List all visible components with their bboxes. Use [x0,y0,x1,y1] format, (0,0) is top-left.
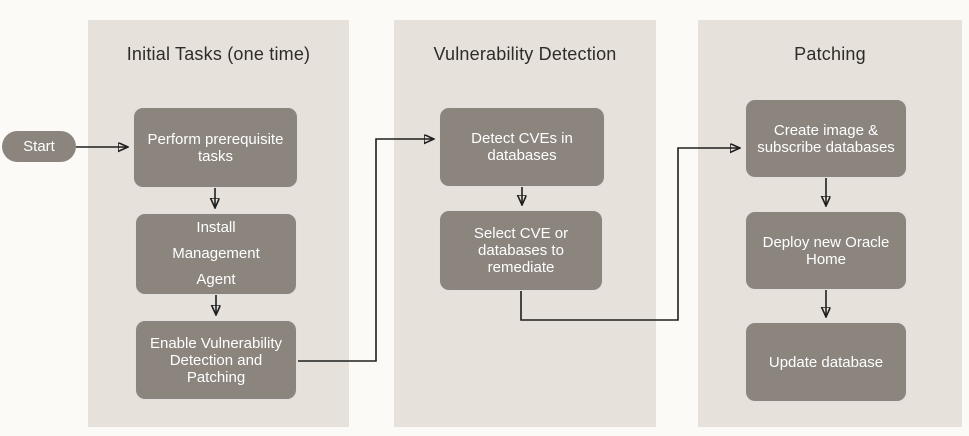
start-node: Start [2,131,76,162]
node-perform-prerequisite-tasks: Perform prerequisite tasks [133,107,298,188]
column-patching-title: Patching [794,44,866,64]
column-initial-tasks-title: Initial Tasks (one time) [126,44,311,64]
node-update-database: Update database [745,322,907,402]
column-vulnerability-detection-title: Vulnerability Detection [433,44,617,64]
node-deploy-new-oracle-home: Deploy new Oracle Home [745,211,907,290]
node-detect-cves-in-databases: Detect CVEs in databases [439,107,605,187]
node-enable-vulnerability-detection-and-patching: Enable Vulnerability Detection and Patch… [135,320,297,400]
node-select-cve-or-databases-to-remediate: Select CVE or databases to remediate [439,210,603,291]
node-create-image-and-subscribe-databases: Create image & subscribe databases [745,99,907,178]
node-install-management-agent: Install Management Agent [135,213,297,295]
